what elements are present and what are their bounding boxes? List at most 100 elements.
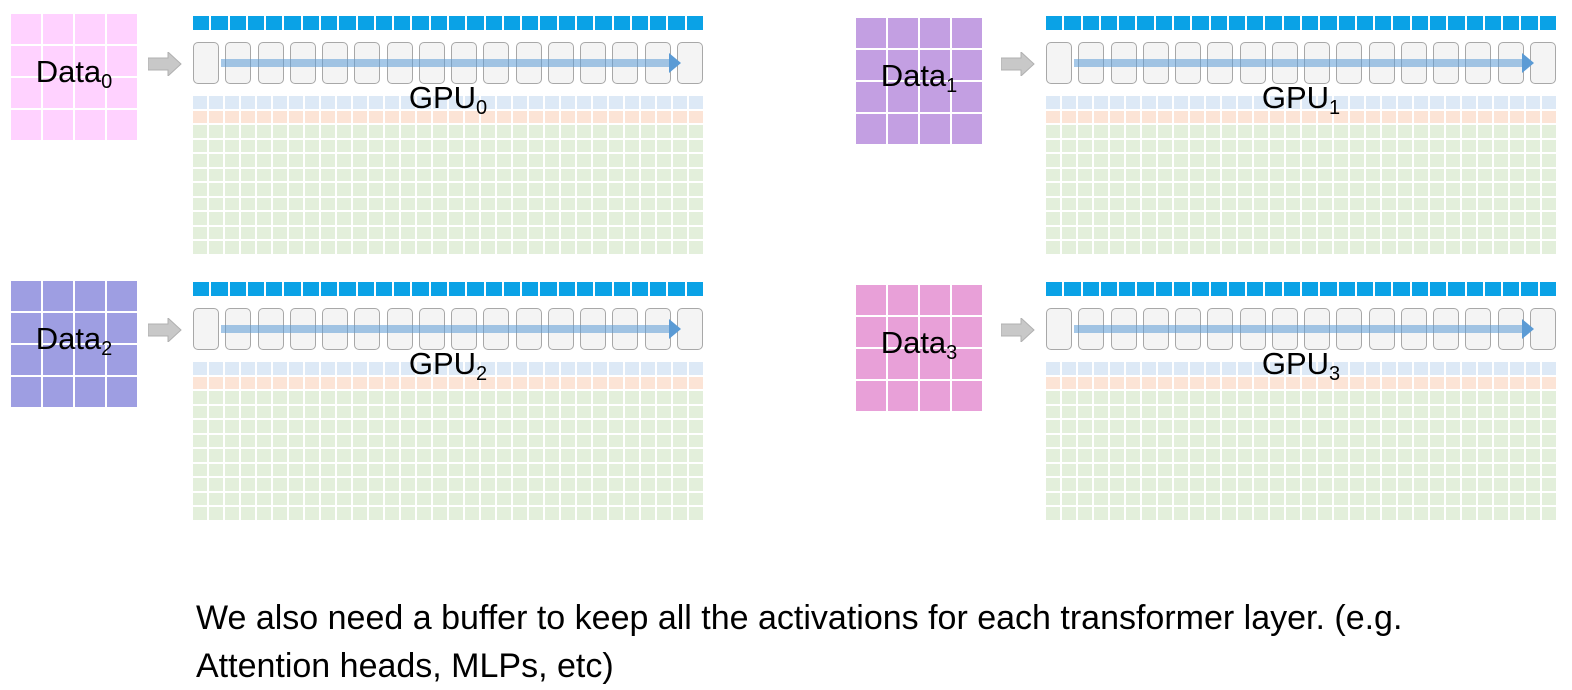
optimizer-cell xyxy=(625,110,639,124)
activation-cell xyxy=(513,434,527,448)
activation-cell xyxy=(273,212,287,225)
activation-cell xyxy=(657,125,671,138)
activation-cell xyxy=(1174,125,1188,138)
parameter-segment xyxy=(1302,16,1319,30)
activation-cell xyxy=(545,507,559,520)
gradient-cell xyxy=(353,96,367,109)
activation-cell xyxy=(1478,139,1492,153)
activation-cell xyxy=(1462,241,1476,254)
activation-cell xyxy=(1350,183,1364,196)
parameter-segment xyxy=(1466,282,1483,296)
data-cell xyxy=(920,381,950,411)
activation-cell xyxy=(1078,420,1092,433)
activation-cell xyxy=(433,125,447,138)
activation-cell xyxy=(417,168,431,182)
activation-cell xyxy=(465,154,479,167)
activation-cell xyxy=(1126,226,1140,240)
activation-cell xyxy=(1190,492,1204,506)
activation-cell xyxy=(1414,139,1428,153)
activation-cell xyxy=(1126,212,1140,225)
activation-cell xyxy=(257,212,271,225)
optimizer-cell xyxy=(449,376,463,390)
activation-cell xyxy=(1286,183,1300,196)
activation-cell xyxy=(1350,449,1364,462)
activation-cell xyxy=(321,226,335,240)
parameter-segment xyxy=(1375,16,1392,30)
activation-cell xyxy=(1526,241,1540,254)
optimizer-cell xyxy=(209,110,223,124)
activation-cell xyxy=(1414,463,1428,477)
activation-cell xyxy=(1350,463,1364,477)
activation-cell xyxy=(1142,125,1156,138)
gradient-cell xyxy=(433,362,447,375)
activation-cell xyxy=(273,183,287,196)
activation-cell xyxy=(497,154,511,167)
parameter-segment xyxy=(503,16,521,30)
activation-cell xyxy=(1190,154,1204,167)
activation-cell xyxy=(1238,183,1252,196)
activation-cell xyxy=(1286,420,1300,433)
parameter-segment xyxy=(1247,282,1264,296)
activation-cell xyxy=(1270,449,1284,462)
activation-cell xyxy=(689,183,703,196)
activation-cell xyxy=(545,197,559,211)
data-cell xyxy=(75,313,105,343)
activation-cell xyxy=(433,449,447,462)
parameter-segment xyxy=(1064,16,1081,30)
activation-cell xyxy=(1398,434,1412,448)
optimizer-cell xyxy=(497,110,511,124)
data-cell xyxy=(107,345,137,375)
data-block-1: Data1 xyxy=(856,18,982,144)
gradient-cell xyxy=(1222,96,1236,109)
data-cell xyxy=(75,46,105,76)
activation-cell xyxy=(209,449,223,462)
activation-cell xyxy=(577,183,591,196)
parameter-segment xyxy=(193,16,210,30)
activation-cell xyxy=(1318,405,1332,419)
parameter-segment xyxy=(668,282,685,296)
activation-cell xyxy=(1286,492,1300,506)
activation-cell xyxy=(1254,420,1268,433)
flow-arrow-shaft xyxy=(221,325,671,333)
gradient-cell xyxy=(273,362,287,375)
activation-cell xyxy=(1334,212,1348,225)
data-cell xyxy=(920,285,950,315)
parameter-segment xyxy=(686,282,703,296)
activation-cell xyxy=(193,139,207,153)
activation-cell xyxy=(1174,241,1188,254)
activation-cell xyxy=(1238,420,1252,433)
activation-cell xyxy=(1430,168,1444,182)
activation-cell xyxy=(625,449,639,462)
optimizer-cell xyxy=(513,110,527,124)
parameter-segment xyxy=(1137,16,1154,30)
activation-cell xyxy=(1190,434,1204,448)
activation-cell xyxy=(593,139,607,153)
activation-cell xyxy=(625,478,639,491)
activation-cell xyxy=(289,125,303,138)
gradient-cell xyxy=(305,96,319,109)
parameter-segment xyxy=(449,282,466,296)
parameter-segment xyxy=(430,282,447,296)
optimizer-cell xyxy=(1286,110,1300,124)
activation-cell xyxy=(625,212,639,225)
gradient-cell xyxy=(401,362,415,375)
parameter-segment xyxy=(485,282,502,296)
activation-cell xyxy=(449,405,463,419)
activation-cell xyxy=(305,154,319,167)
activation-cell xyxy=(1190,197,1204,211)
activation-cell xyxy=(321,391,335,404)
gradient-cell xyxy=(241,96,255,109)
activation-cell xyxy=(1206,197,1220,211)
activation-cell xyxy=(449,226,463,240)
gradient-cell xyxy=(417,96,431,109)
parameter-segment xyxy=(193,282,210,296)
parameter-segment xyxy=(375,16,393,30)
parameter-bar xyxy=(1046,16,1556,30)
activation-cell xyxy=(1174,449,1188,462)
activation-cell xyxy=(241,212,255,225)
parameter-segment xyxy=(650,16,667,30)
activation-cell xyxy=(1366,492,1380,506)
gradient-cell xyxy=(337,362,351,375)
gradient-cell xyxy=(449,96,463,109)
activation-cell xyxy=(689,463,703,477)
